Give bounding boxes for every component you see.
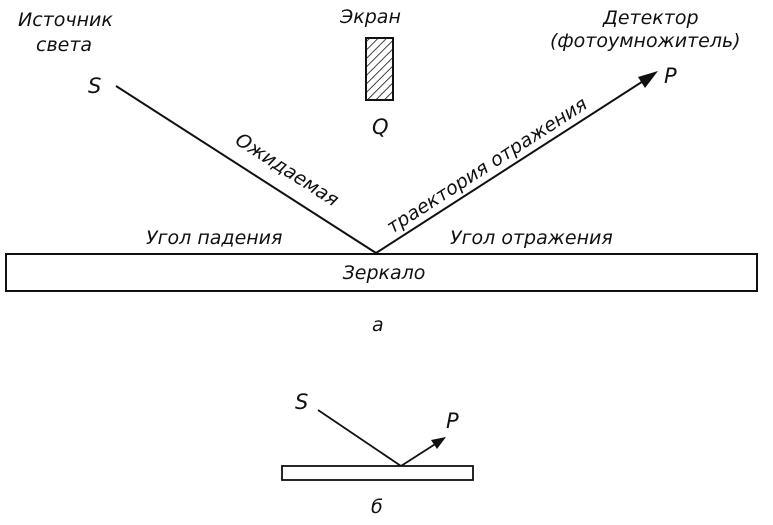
screen-block xyxy=(365,37,394,101)
incident-ray-b xyxy=(317,409,402,467)
reflected-arrowhead-b xyxy=(431,437,446,449)
point-s-label-b: S xyxy=(295,390,308,414)
detector-label-line2: (фотоумножитель) xyxy=(550,30,741,52)
detector-label: Детектор xyxy=(602,7,699,29)
figure-b: S P б xyxy=(281,390,474,518)
figure-a: Источник света S Экран Q Детектор (фотоу… xyxy=(5,6,758,336)
incident-ray xyxy=(115,85,377,254)
mirror xyxy=(5,253,758,292)
reflected-ray-b xyxy=(400,440,441,467)
screen-label: Экран xyxy=(339,6,401,28)
point-s-label: S xyxy=(88,74,101,98)
path-label-right: траектория отражения xyxy=(383,93,592,238)
angle-incidence-label: Угол падения xyxy=(146,227,282,249)
source-label: Источник xyxy=(18,9,113,31)
source-label-line2: света xyxy=(36,34,92,56)
reflected-arrowhead xyxy=(638,71,658,88)
caption-a: а xyxy=(372,314,384,336)
point-p-label-b: P xyxy=(446,409,459,433)
caption-b: б xyxy=(371,496,383,518)
reflected-ray xyxy=(375,77,649,254)
screen-letter: Q xyxy=(372,115,389,139)
angle-reflection-label: Угол отражения xyxy=(450,227,613,249)
mirror-b xyxy=(281,465,474,481)
point-p-label: P xyxy=(664,64,677,88)
mirror-label: Зеркало xyxy=(343,262,426,284)
